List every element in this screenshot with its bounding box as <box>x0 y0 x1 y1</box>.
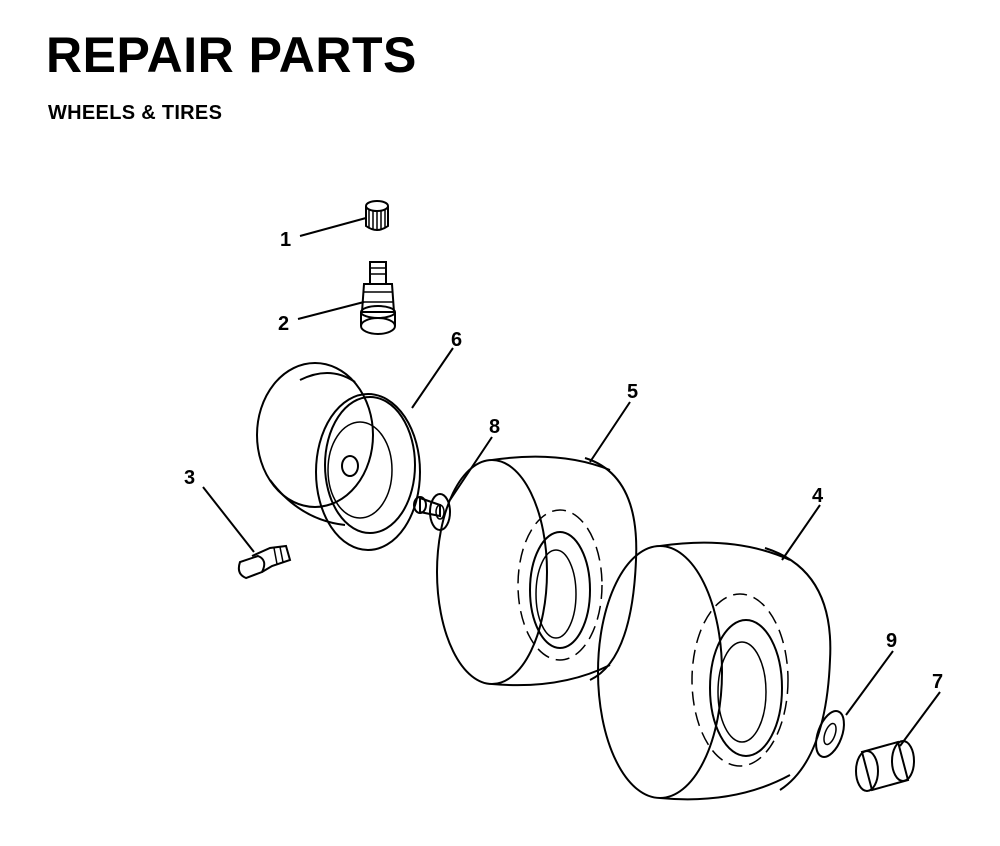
page-title: REPAIR PARTS <box>46 27 417 83</box>
page-subtitle: WHEELS & TIRES <box>48 102 223 124</box>
leader-line-5 <box>589 401 631 463</box>
leader-line-4 <box>781 504 821 561</box>
tire-part-5 <box>436 455 638 687</box>
callout-5: 5 <box>627 381 638 403</box>
callout-9: 9 <box>886 630 897 652</box>
callout-7: 7 <box>932 671 943 693</box>
leader-line-6 <box>411 347 454 409</box>
callout-2: 2 <box>278 313 289 335</box>
washer-part <box>815 710 845 758</box>
bushing-part <box>855 740 915 792</box>
callout-6: 6 <box>451 329 462 351</box>
wheel-rim-part <box>256 362 421 551</box>
leader-line-1 <box>299 217 367 237</box>
callout-1: 1 <box>280 229 291 251</box>
leader-line-9 <box>845 650 894 716</box>
callout-4: 4 <box>812 485 824 507</box>
leader-line-7 <box>899 691 941 747</box>
tire-part-4 <box>597 541 832 801</box>
valve-cap-part <box>365 200 389 231</box>
callout-3: 3 <box>184 467 195 489</box>
valve-stem-part <box>360 261 396 335</box>
leader-line-3 <box>202 486 255 553</box>
leader-line-8 <box>449 436 493 501</box>
callout-8: 8 <box>489 416 500 438</box>
leader-line-2 <box>297 301 365 320</box>
bolt-part <box>237 544 292 580</box>
